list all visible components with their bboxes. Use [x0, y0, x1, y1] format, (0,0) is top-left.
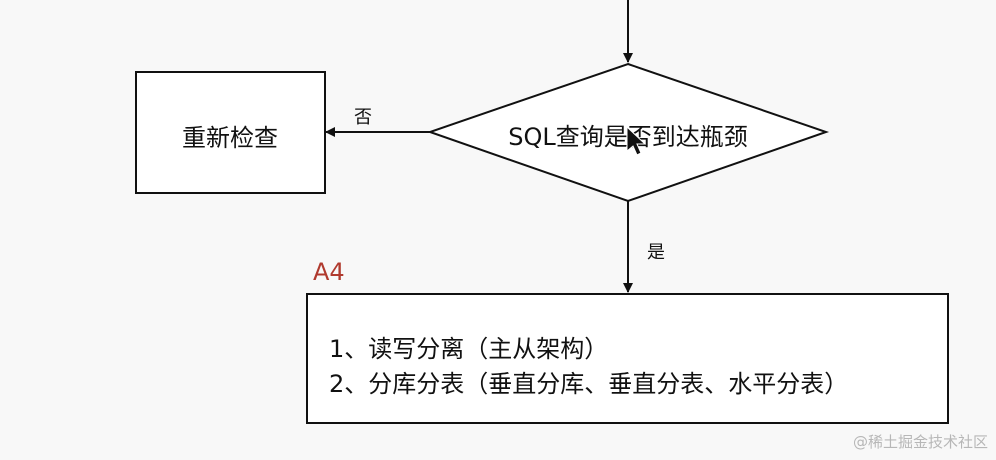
- recheck-box[interactable]: [135, 71, 326, 194]
- yes-branch-label: 是: [647, 242, 665, 263]
- no-branch-label: 否: [354, 107, 372, 128]
- watermark-text: @稀土掘金技术社区: [852, 433, 988, 451]
- solution-box[interactable]: [306, 293, 949, 424]
- solution-line-2: 2、分库分表（垂直分库、垂直分表、水平分表）: [329, 370, 848, 398]
- solution-line-1: 1、读写分离（主从架构）: [329, 335, 608, 363]
- recheck-label: 重新检查: [182, 124, 278, 152]
- section-label-a4: A4: [313, 258, 345, 286]
- mouse-cursor-icon: [626, 125, 647, 156]
